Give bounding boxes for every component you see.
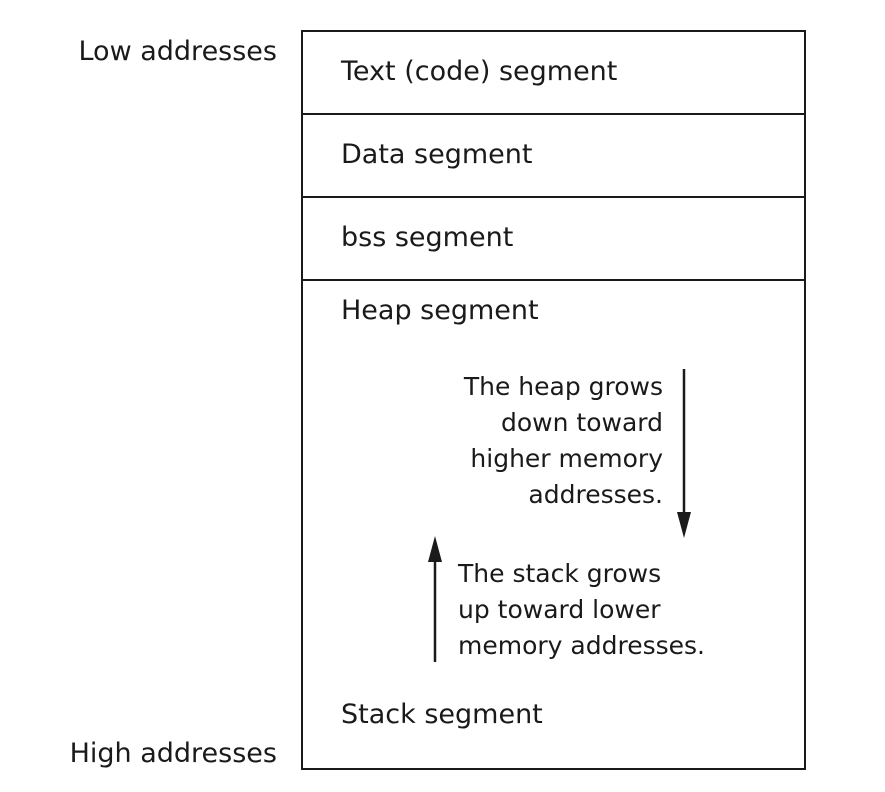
- stack-note-line: The stack grows: [458, 559, 662, 588]
- stack-segment-label: Stack segment: [341, 699, 543, 730]
- data-segment-label: Data segment: [341, 139, 533, 170]
- bss-segment-label: bss segment: [341, 222, 514, 253]
- stack-note-line: up toward lower: [458, 595, 661, 624]
- data-segment: Data segment: [303, 115, 804, 198]
- low-addresses-label: Low addresses: [78, 36, 277, 67]
- memory-layout-box: Text (code) segment Data segment bss seg…: [301, 30, 806, 770]
- stack-growth-note: The stack grows up toward lower memory a…: [458, 556, 705, 664]
- heap-note-line: down toward: [501, 408, 663, 437]
- heap-growth-note: The heap grows down toward higher memory…: [464, 369, 663, 513]
- bss-segment: bss segment: [303, 198, 804, 281]
- heap-segment-label: Heap segment: [341, 295, 539, 326]
- text-segment-label: Text (code) segment: [341, 56, 618, 87]
- stack-note-line: memory addresses.: [458, 631, 705, 660]
- heap-note-line: The heap grows: [463, 372, 663, 401]
- heap-note-line: higher memory: [470, 444, 663, 473]
- text-segment: Text (code) segment: [303, 32, 804, 115]
- heap-note-line: addresses.: [528, 480, 663, 509]
- high-addresses-label: High addresses: [69, 738, 277, 769]
